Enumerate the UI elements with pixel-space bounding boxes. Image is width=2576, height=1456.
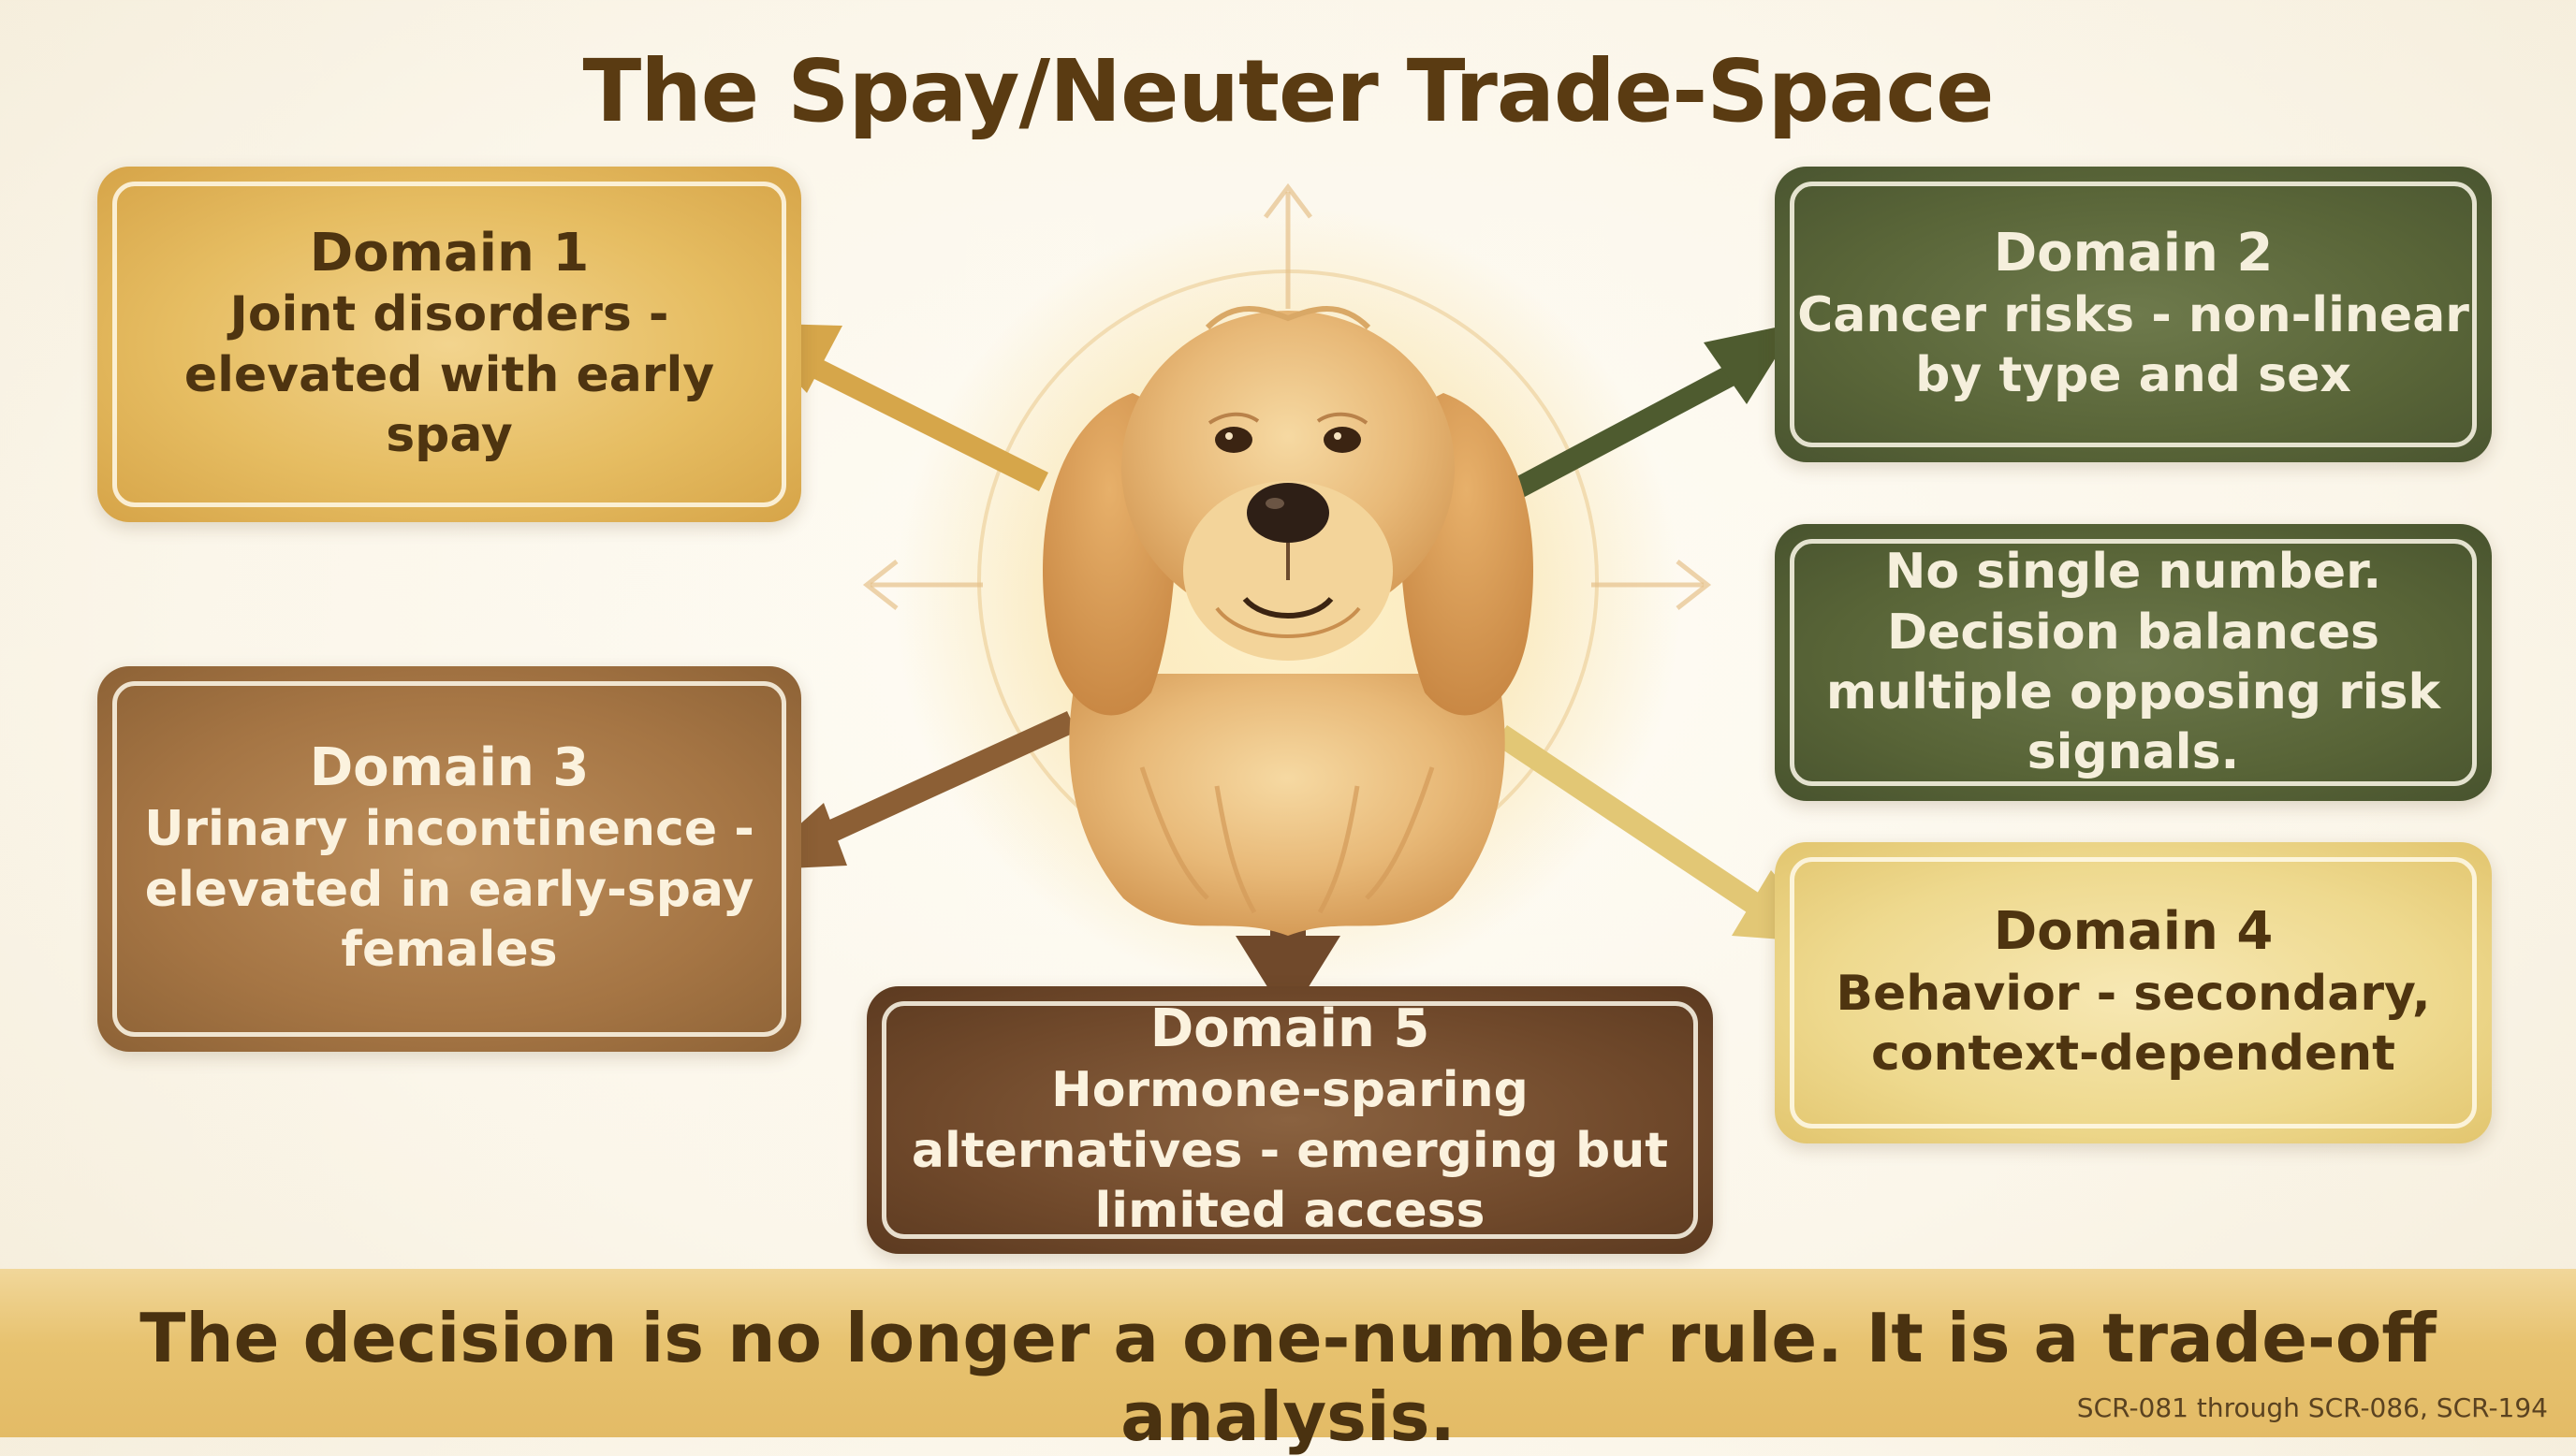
bottom-banner xyxy=(0,1269,2576,1437)
domain1-heading: Domain 1 xyxy=(309,223,590,284)
conclusion-text: The decision is no longer a one-number r… xyxy=(139,1299,2437,1456)
domain2-card: Domain 2 Cancer risks - non-linear by ty… xyxy=(1775,167,2492,462)
domain4-card: Domain 4 Behavior - secondary, context-d… xyxy=(1775,842,2492,1143)
domain2-heading: Domain 2 xyxy=(1993,223,2274,284)
source-references: SCR-081 through SCR-086, SCR-194 xyxy=(2076,1392,2548,1423)
domain4-description: Behavior - secondary, context-dependent xyxy=(1836,965,2431,1083)
golden-retriever-icon xyxy=(1043,306,1533,936)
arrow-to-domain2 xyxy=(1498,323,1797,505)
summary-note-text: No single number. Decision balances mult… xyxy=(1825,544,2441,781)
domain1-card: Domain 1 Joint disorders - elevated with… xyxy=(97,167,801,522)
domain4-heading: Domain 4 xyxy=(1993,901,2274,963)
domain2-description: Cancer risks - non-linear by type and se… xyxy=(1797,286,2469,404)
domain1-description: Joint disorders - elevated with early sp… xyxy=(183,286,715,464)
domain5-heading: Domain 5 xyxy=(1149,998,1430,1060)
domain5-description: Hormone-sparing alternatives - emerging … xyxy=(911,1062,1669,1240)
domain3-card: Domain 3 Urinary incontinence - elevated… xyxy=(97,666,801,1052)
summary-note-card: No single number. Decision balances mult… xyxy=(1775,524,2492,801)
domain5-card: Domain 5 Hormone-sparing alternatives - … xyxy=(867,986,1713,1254)
domain3-description: Urinary incontinence - elevated in early… xyxy=(144,801,754,979)
domain3-heading: Domain 3 xyxy=(309,737,590,799)
page-title: The Spay/Neuter Trade-Space xyxy=(582,41,1995,141)
decorative-arrows xyxy=(862,182,1712,610)
